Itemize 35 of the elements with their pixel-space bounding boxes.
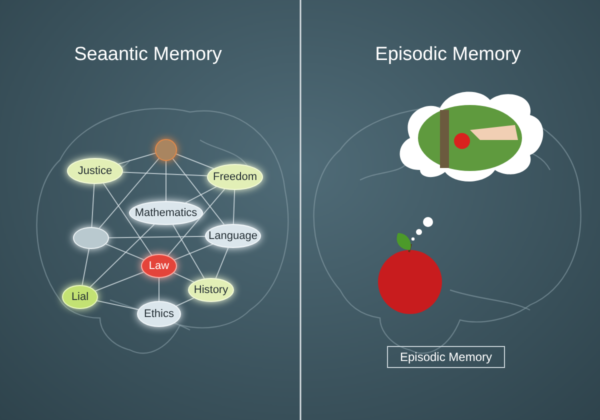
caption-box: Episodic Memory: [387, 346, 505, 368]
connection-line: [172, 158, 225, 226]
concept-node: Lial: [62, 285, 98, 309]
connection-line: [232, 190, 236, 224]
connection-line: [108, 236, 206, 238]
concept-node: Mathematics: [129, 201, 203, 225]
empty-oval-node: [73, 227, 109, 249]
panel-heading: Episodic Memory: [375, 44, 521, 66]
connection-line: [96, 300, 139, 310]
connection-line: [82, 248, 90, 286]
concept-node: Freedom: [207, 164, 263, 190]
connection-line: [176, 154, 214, 170]
connection-line: [167, 188, 226, 256]
connection-line: [185, 186, 217, 204]
panel-heading: Seaantic Memory: [74, 44, 222, 66]
connection-line: [90, 224, 155, 288]
connection-line: [102, 182, 152, 256]
connection-line: [176, 298, 194, 306]
connection-line: [158, 278, 160, 302]
connection-line: [174, 244, 214, 260]
concept-node: Justice: [67, 158, 123, 184]
concept-node: Language: [205, 224, 261, 248]
connection-line: [118, 152, 156, 164]
connection-line: [105, 244, 144, 260]
concept-node: History: [188, 278, 234, 302]
connection-line: [91, 184, 95, 228]
concept-node: Ethics: [137, 301, 181, 327]
connection-line: [172, 224, 205, 279]
connection-line: [95, 272, 144, 292]
circle-node: [155, 139, 177, 161]
connection-line: [98, 158, 160, 229]
connection-line: [173, 272, 194, 282]
concept-node: Law: [141, 254, 177, 278]
connection-line: [215, 247, 229, 279]
connection-line: [122, 172, 208, 176]
